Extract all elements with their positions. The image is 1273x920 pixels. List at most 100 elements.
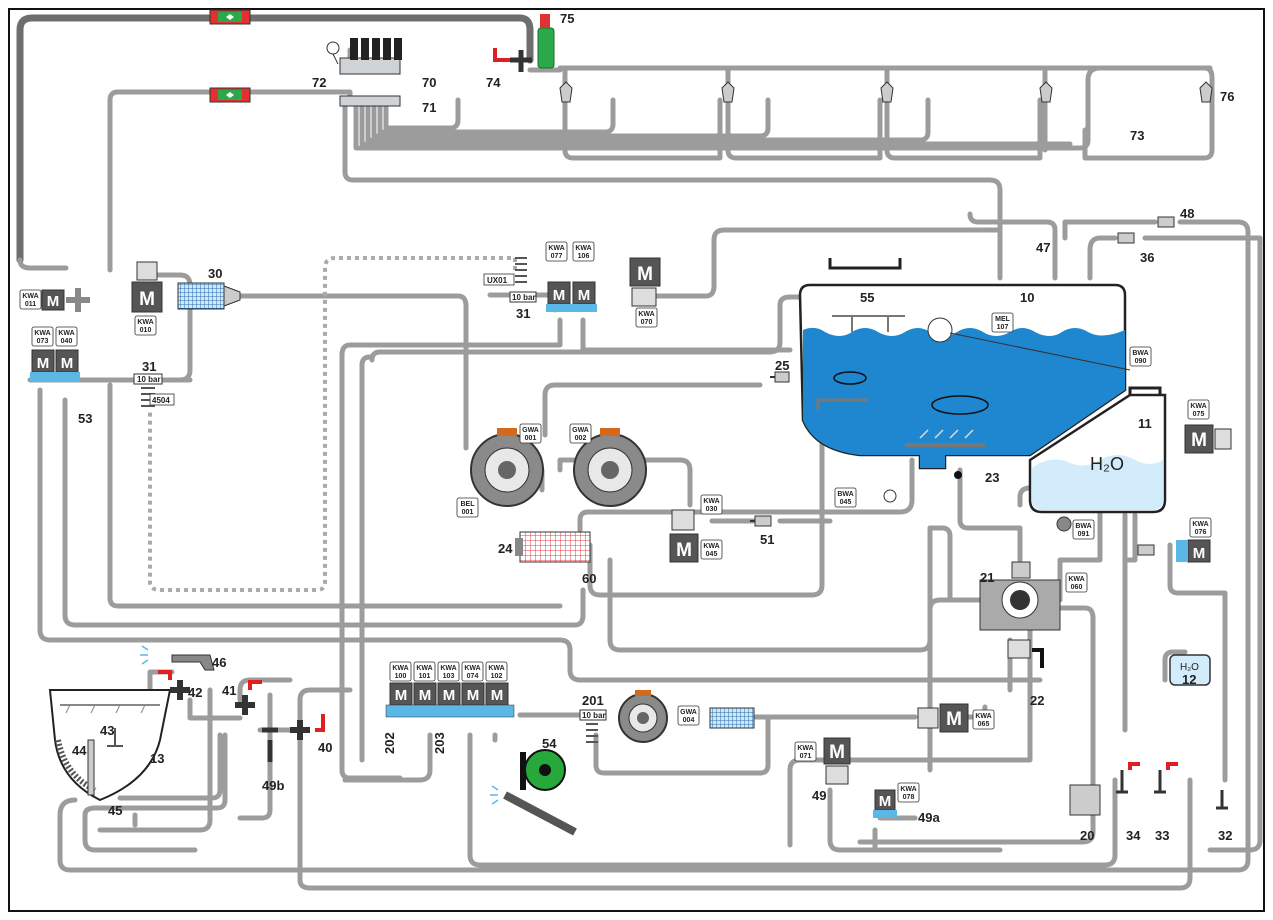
tag-gwa004-line1: GWA [680, 709, 697, 716]
suction-filter-30 [177, 282, 241, 310]
heat-exchanger-24 [515, 531, 591, 563]
label-41: 41 [222, 683, 236, 698]
pressure-31a-label: 10 bar [512, 293, 536, 302]
tag-bwa045-line2: 045 [840, 499, 852, 506]
label-202: 202 [382, 732, 397, 754]
svg-text:M: M [443, 687, 456, 704]
pump-gwa004 [618, 690, 668, 743]
tag-kwa078-line1: KWA [900, 786, 916, 793]
handwash-tank-13 [48, 689, 172, 802]
svg-text:M: M [61, 355, 74, 372]
pump-gwa002 [573, 428, 647, 507]
taps-32-34 [1116, 762, 1228, 810]
label-11: 11 [1138, 416, 1152, 431]
tag-kwa077-line2: 077 [551, 253, 563, 260]
label-70: 70 [422, 75, 436, 90]
svg-text:M: M [491, 687, 504, 704]
label-31-top: 31 [516, 306, 530, 321]
motor-kwa070: M [629, 257, 661, 307]
pump-gwa001 [470, 428, 544, 507]
tag-kwa011-line1: KWA [22, 293, 38, 300]
svg-text:M: M [946, 709, 962, 730]
label-74: 74 [486, 75, 501, 90]
tag-kwa073-line2: 073 [37, 338, 49, 345]
tag-bwa091-line2: 091 [1078, 531, 1090, 538]
tag-kwa065-line1: KWA [975, 713, 991, 720]
flowmeter-top [209, 9, 251, 25]
pressure-31b-label: 10 bar [137, 375, 161, 384]
motor-block-100-102: M M M M M [385, 682, 515, 718]
motor-kwa073: M [30, 349, 56, 382]
tag-kwa101-line1: KWA [416, 665, 432, 672]
label-31-left: 31 [142, 359, 156, 374]
tag-kwa060-line1: KWA [1068, 576, 1084, 583]
label-49: 49 [812, 788, 826, 803]
label-25: 25 [775, 358, 789, 373]
label-30: 30 [208, 266, 222, 281]
label-42: 42 [188, 685, 202, 700]
motor-kwa078: M [873, 789, 897, 818]
tag-kwa103-line1: KWA [440, 665, 456, 672]
label-13: 13 [150, 751, 164, 766]
ball-valves-40-42 [158, 670, 325, 762]
tag-gwa001-line1: GWA [522, 427, 539, 434]
tag-kwa078-line2: 078 [903, 794, 915, 801]
label-49a: 49a [918, 810, 940, 825]
pressure-filter [709, 707, 755, 729]
tag-kwa040-line1: KWA [58, 330, 74, 337]
tag-kwa010-line1: KWA [137, 319, 153, 326]
small-labels: UX01 10 bar 10 bar 10 bar 4504 H₂O H₂O [137, 273, 1199, 720]
svg-text:M: M [829, 742, 845, 763]
svg-text:M: M [467, 687, 480, 704]
tag-kwa101-line2: 101 [419, 673, 431, 680]
relief-valve-31-left [133, 373, 163, 407]
tag-kwa074-line2: 074 [467, 673, 479, 680]
tag-kwa076-line1: KWA [1192, 521, 1208, 528]
motor-kwa106: M [571, 281, 597, 312]
component-numbers: 10 11 12 13 20 21 22 23 24 25 30 31 31 3… [72, 11, 1234, 843]
motor-kwa071: M [823, 737, 851, 785]
tag-kwa106-line1: KWA [575, 245, 591, 252]
label-76: 76 [1220, 89, 1234, 104]
label-40: 40 [318, 740, 332, 755]
label-54: 54 [542, 736, 557, 751]
svg-text:M: M [395, 687, 408, 704]
h2o-tank-label: H₂O [1090, 454, 1124, 474]
label-201: 201 [582, 693, 604, 708]
pressure-201-label: 10 bar [582, 711, 606, 720]
motor-kwa040: M [54, 349, 80, 382]
motor-kwa077: M [546, 281, 572, 312]
label-32: 32 [1218, 828, 1232, 843]
svg-text:M: M [419, 687, 432, 704]
svg-text:M: M [553, 287, 566, 304]
motor-kwa076: M [1176, 539, 1211, 563]
tag-kwa102-line2: 102 [491, 673, 503, 680]
label-73: 73 [1130, 128, 1144, 143]
tag-kwa065-line2: 065 [978, 721, 990, 728]
tag-bel001-line2: 001 [462, 509, 474, 516]
tag-bwa045-line1: BWA [837, 491, 853, 498]
spray-gun-46 [140, 645, 215, 671]
label-22: 22 [1030, 693, 1044, 708]
tag-kwa102-line1: KWA [488, 665, 504, 672]
tag-kwa077-line1: KWA [548, 245, 564, 252]
hose-reel-54 [490, 749, 577, 836]
label-51: 51 [760, 532, 774, 547]
tag-bel001-line1: BEL [461, 501, 476, 508]
tag-kwa103-line2: 103 [443, 673, 455, 680]
tag-kwa074-line1: KWA [464, 665, 480, 672]
tag-gwa001-line2: 001 [525, 435, 537, 442]
